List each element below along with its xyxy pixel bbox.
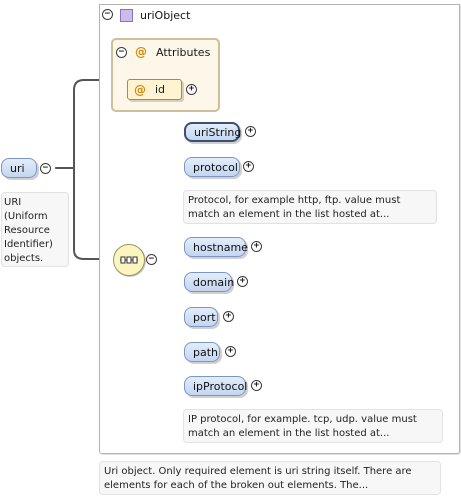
expand-path-button[interactable]: + bbox=[225, 346, 236, 357]
collapse-type-button[interactable]: − bbox=[102, 9, 113, 20]
attribute-at-icon: @ bbox=[135, 45, 147, 59]
protocol-documentation-text: Protocol, for example http, ftp. value m… bbox=[188, 195, 401, 220]
element-uri[interactable]: uri bbox=[1, 158, 37, 178]
uri-documentation-text: URI (Uniform Resource Identifier) object… bbox=[4, 197, 53, 264]
expand-id-button[interactable]: + bbox=[186, 84, 197, 95]
element-hostname[interactable]: hostname bbox=[184, 237, 248, 257]
element-uristring[interactable]: uriString bbox=[184, 122, 242, 142]
type-header: uriObject bbox=[112, 7, 190, 23]
type-documentation: Uri object. Only required element is uri… bbox=[99, 461, 441, 495]
expand-domain-button[interactable]: + bbox=[237, 276, 248, 287]
connector-uri-to-attributes bbox=[55, 79, 112, 169]
expand-protocol-button[interactable]: + bbox=[243, 161, 254, 172]
element-ipprotocol-label: ipProtocol bbox=[193, 379, 248, 393]
element-ipprotocol[interactable]: ipProtocol bbox=[184, 376, 248, 396]
element-domain[interactable]: domain bbox=[184, 272, 235, 292]
ipprotocol-documentation: IP protocol, for example. tcp, udp. valu… bbox=[183, 409, 443, 443]
attribute-id[interactable]: @ id bbox=[127, 79, 182, 100]
protocol-documentation: Protocol, for example http, ftp. value m… bbox=[183, 190, 437, 224]
ipprotocol-documentation-text: IP protocol, for example. tcp, udp. valu… bbox=[188, 414, 417, 439]
uri-documentation: URI (Uniform Resource Identifier) object… bbox=[1, 192, 69, 267]
element-domain-label: domain bbox=[193, 275, 235, 289]
element-port[interactable]: port bbox=[184, 307, 218, 327]
collapse-sequence-button[interactable]: − bbox=[146, 254, 157, 265]
expand-hostname-button[interactable]: + bbox=[251, 241, 262, 252]
collapse-uri-button[interactable]: − bbox=[40, 163, 51, 174]
attribute-id-label: id bbox=[155, 83, 166, 96]
element-hostname-label: hostname bbox=[193, 240, 248, 254]
collapse-attributes-button[interactable]: − bbox=[116, 46, 127, 58]
type-name: uriObject bbox=[140, 8, 191, 22]
element-uristring-label: uriString bbox=[194, 125, 242, 139]
element-protocol[interactable]: protocol bbox=[184, 157, 240, 177]
sequence-compositor[interactable] bbox=[113, 244, 145, 276]
complex-type-square-icon bbox=[120, 8, 133, 22]
attributes-label: Attributes bbox=[156, 45, 211, 59]
type-documentation-text: Uri object. Only required element is uri… bbox=[104, 466, 412, 491]
attributes-header: − @ Attributes bbox=[116, 45, 210, 59]
connector-uri-to-sequence bbox=[55, 167, 114, 260]
element-path[interactable]: path bbox=[184, 342, 220, 362]
expand-ipprotocol-button[interactable]: + bbox=[251, 380, 262, 391]
expand-port-button[interactable]: + bbox=[223, 311, 234, 322]
attribute-at-icon: @ bbox=[134, 82, 146, 97]
element-path-label: path bbox=[193, 345, 219, 359]
expand-uristring-button[interactable]: + bbox=[245, 126, 256, 137]
element-protocol-label: protocol bbox=[193, 160, 238, 174]
element-uri-label: uri bbox=[10, 161, 25, 175]
element-port-label: port bbox=[193, 310, 216, 324]
sequence-compositor-icon bbox=[120, 256, 138, 264]
